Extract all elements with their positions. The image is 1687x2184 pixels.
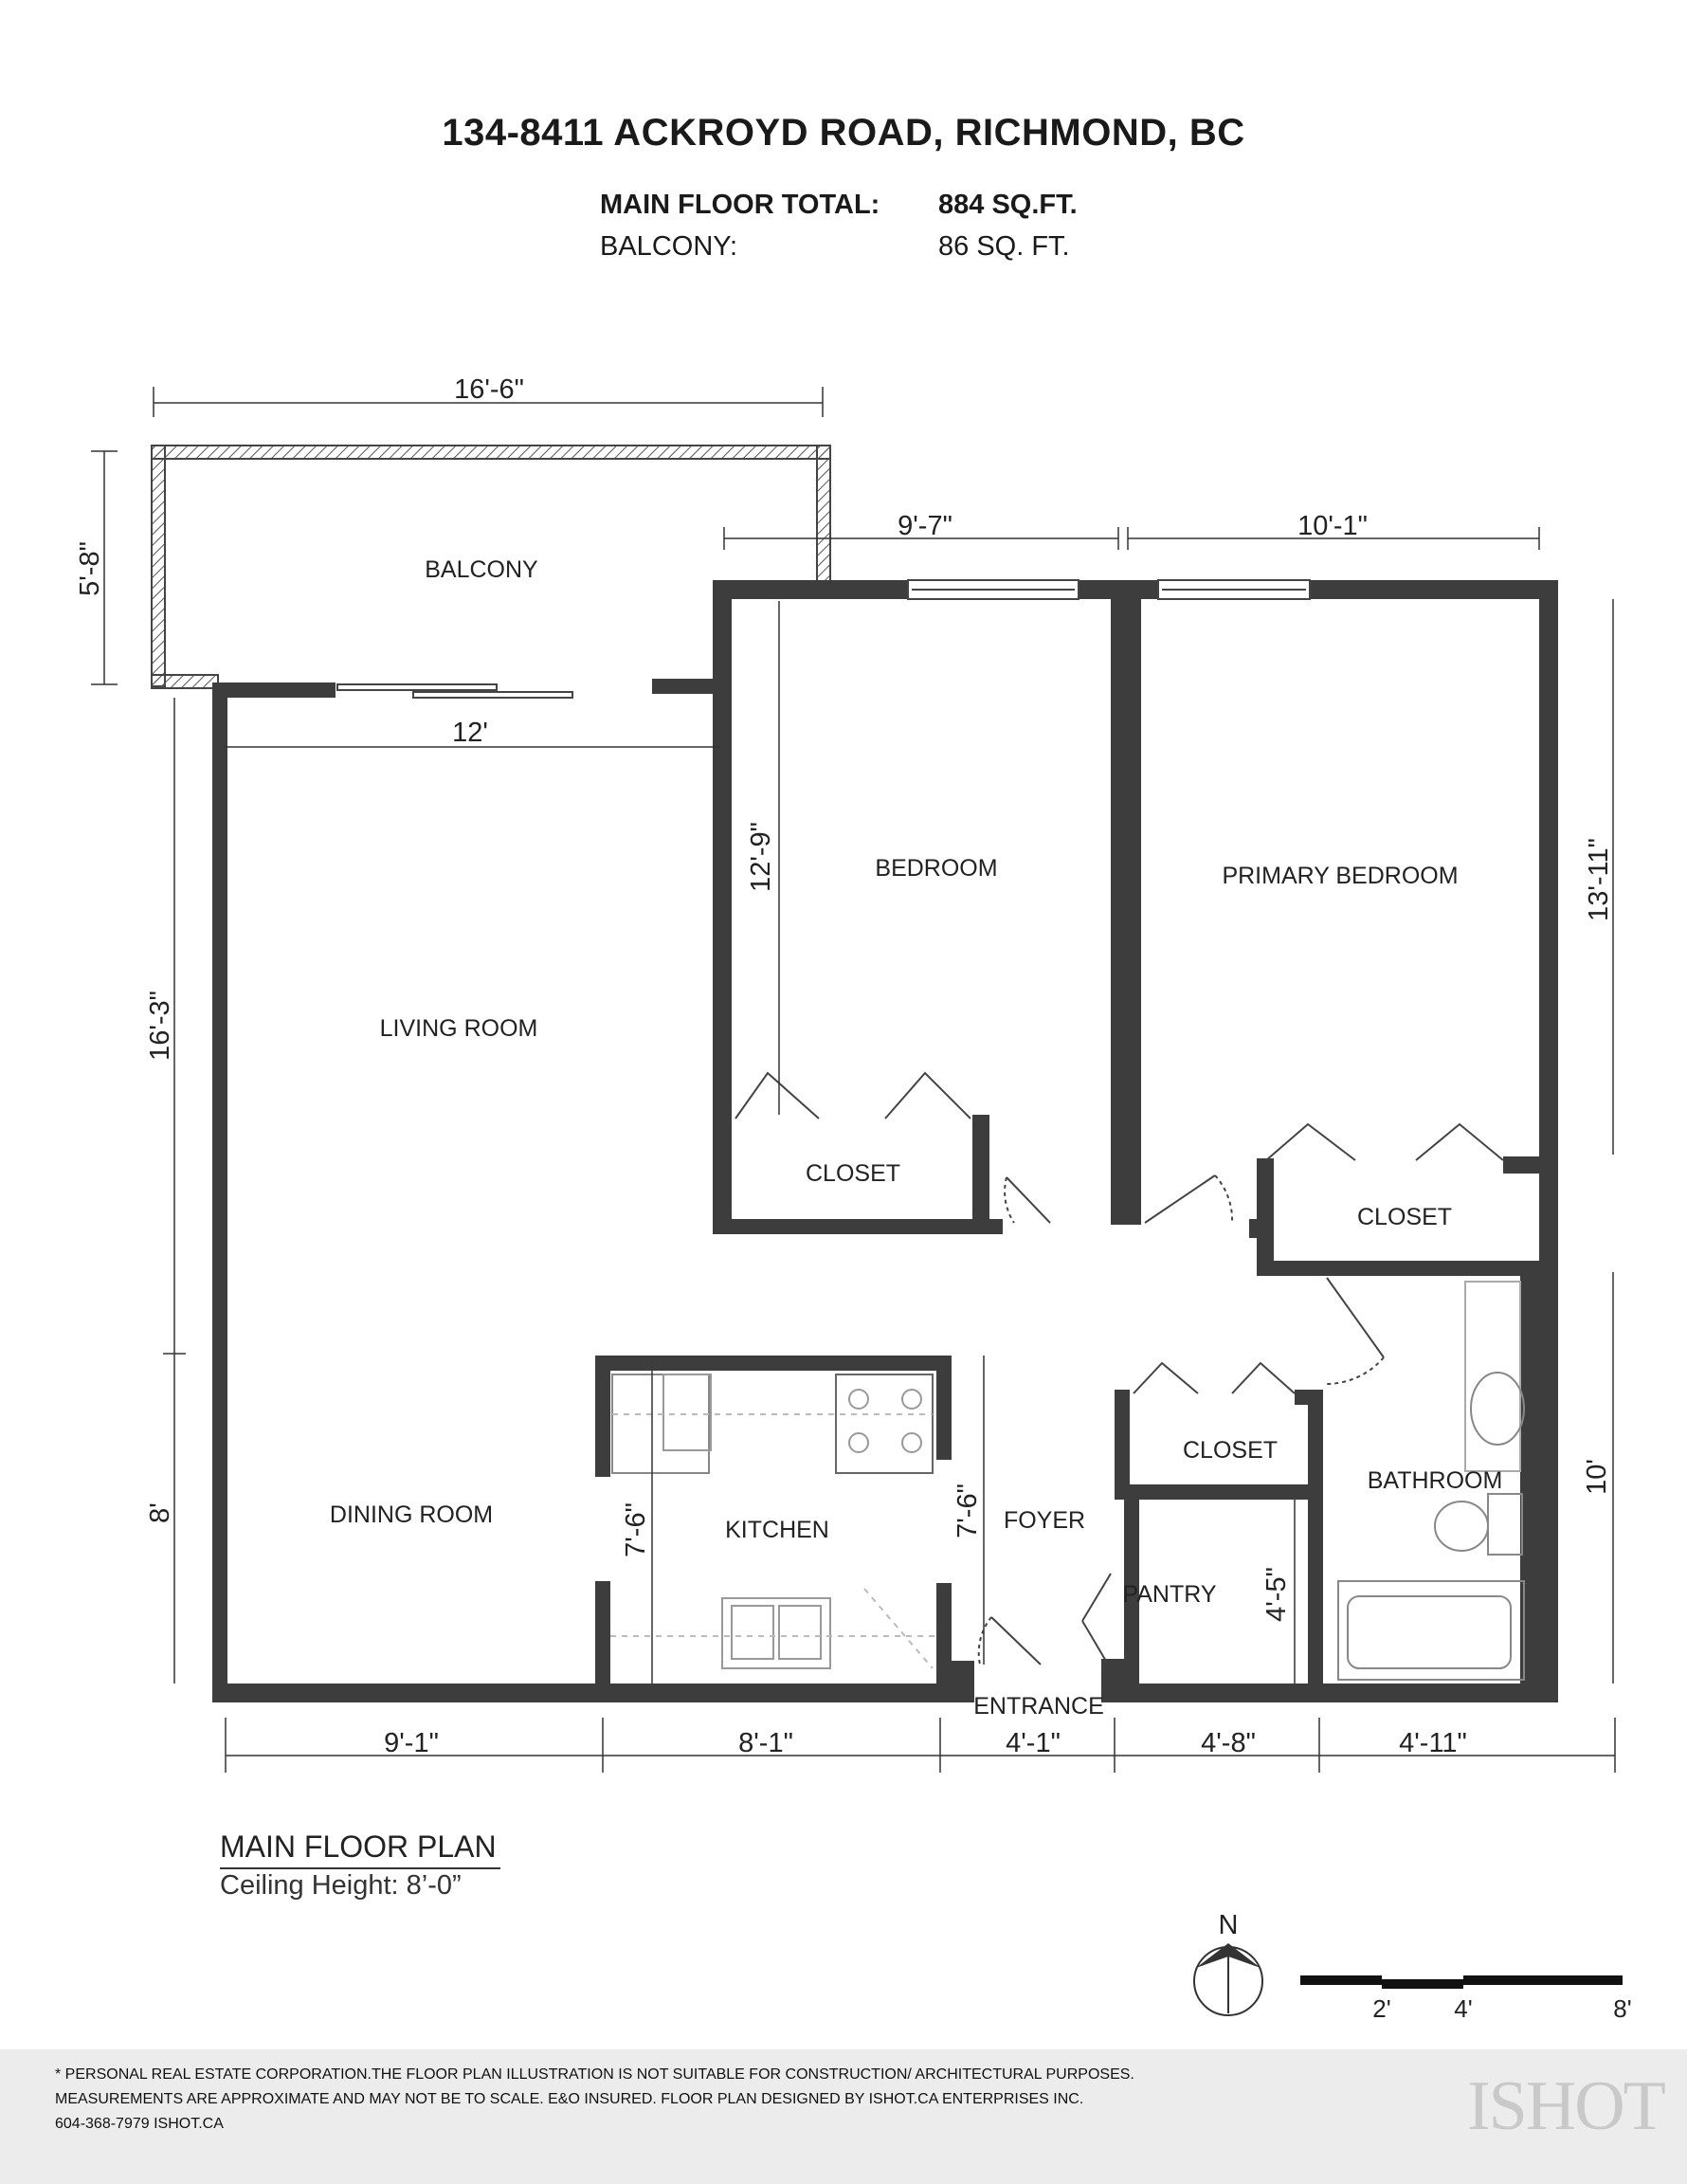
dim-dining-depth: 8' [145, 1502, 175, 1523]
disclaimer-line-1: * PERSONAL REAL ESTATE CORPORATION.THE F… [55, 2066, 1134, 2083]
main-floor-value: 884 SQ.FT. [938, 190, 1078, 220]
north-arrow-icon [1193, 1943, 1263, 2016]
balcony-area-value: 86 SQ. FT. [938, 231, 1070, 262]
wall-closet-bottom [1115, 1484, 1323, 1500]
sliding-door [336, 683, 573, 699]
ishot-logo: ISHOT [1467, 2067, 1666, 2145]
room-label-pantry: PANTRY [1122, 1581, 1216, 1608]
wall-top-living-left [212, 682, 336, 698]
room-label-foyer: FOYER [1004, 1507, 1085, 1534]
dim-bedroom-width: 9'-7" [898, 511, 952, 541]
room-label-dining: DINING ROOM [330, 1502, 493, 1528]
dim-pantry-depth: 4'-5" [1261, 1567, 1292, 1622]
dim-bottom-1: 9'-1" [384, 1728, 439, 1758]
dim-kitchen-depth: 7'-6" [621, 1502, 651, 1557]
wall-pantry-left [1124, 1500, 1139, 1684]
dim-balcony-width: 16'-6" [454, 374, 524, 405]
dim-balcony-depth: 5'-8" [75, 541, 105, 596]
dim-primary-depth: 13'-11" [1584, 838, 1614, 921]
wall-left [212, 682, 227, 1702]
wall-kitchen-left-lower [595, 1581, 610, 1702]
dimension-lines [91, 387, 1616, 1773]
main-floor-label: MAIN FLOOR TOTAL: [600, 190, 880, 220]
room-label-entrance: ENTRANCE [973, 1693, 1104, 1720]
windows [907, 579, 1311, 600]
dim-living-width: 12' [452, 718, 488, 748]
dim-bathroom-depth: 10' [1582, 1459, 1612, 1495]
wall-bedroom-closet-side [972, 1115, 989, 1234]
scale-label-2: 2' [1372, 1994, 1390, 2023]
wall-bedroom-divider [1111, 580, 1126, 1225]
disclaimer-line-2: MEASUREMENTS ARE APPROXIMATE AND MAY NOT… [55, 2091, 1084, 2107]
wall-bottom-left [212, 1684, 953, 1702]
scale-label-4: 4' [1454, 1994, 1472, 2023]
room-label-bedroom-closet: CLOSET [806, 1160, 900, 1187]
room-label-hall-closet: CLOSET [1183, 1437, 1278, 1464]
wall-kitchen-left-upper [595, 1356, 610, 1477]
scale-label-8: 8' [1613, 1994, 1631, 2023]
address-title: 134-8411 ACKROYD ROAD, RICHMOND, BC [442, 112, 1245, 154]
wall-kitchen-right-lower [936, 1583, 952, 1702]
wall-primary-closet-bottom [1257, 1261, 1558, 1276]
wall-top-living-right [652, 679, 715, 694]
walls [212, 580, 1558, 1702]
wall-closet-left [1115, 1390, 1130, 1494]
closet-doors [735, 1071, 1504, 1394]
dim-bottom-2: 8'-1" [738, 1728, 793, 1758]
room-label-primary-closet: CLOSET [1357, 1204, 1452, 1230]
dim-bedroom-depth: 12'-9" [746, 822, 776, 892]
wall-bedroom-closet-bottom [713, 1219, 1003, 1234]
dim-kitchen-depth-2: 7'-6" [952, 1483, 983, 1538]
dim-bottom-5: 4'-11" [1399, 1728, 1467, 1758]
wall-bedroom-left [713, 580, 732, 1234]
north-label: N [1219, 1910, 1239, 1940]
wall-kitchen-top [595, 1356, 952, 1371]
dim-primary-width: 10'-1" [1297, 511, 1368, 541]
room-label-balcony: BALCONY [425, 556, 538, 583]
ceiling-height: Ceiling Height: 8’-0” [220, 1870, 462, 1901]
dim-bottom-3: 4'-1" [1006, 1728, 1061, 1758]
wall-top-bedroom-left [713, 580, 908, 599]
room-label-primary-bedroom: PRIMARY BEDROOM [1222, 863, 1458, 889]
footer: * PERSONAL REAL ESTATE CORPORATION.THE F… [0, 2049, 1687, 2184]
room-label-living: LIVING ROOM [380, 1015, 538, 1042]
wall-bathroom-left [1308, 1390, 1323, 1702]
dim-living-depth: 16'-3" [145, 991, 175, 1061]
dim-bottom-4: 4'-8" [1201, 1728, 1256, 1758]
wall-bottom-right [1122, 1684, 1558, 1702]
kitchen-fixtures [610, 1374, 936, 1669]
bathroom-fixtures [1337, 1281, 1525, 1681]
wall-top-primary-right [1310, 580, 1558, 599]
plan-title-underline [220, 1867, 500, 1869]
room-label-kitchen: KITCHEN [725, 1517, 829, 1543]
room-label-bedroom: BEDROOM [875, 855, 997, 882]
plan-title: MAIN FLOOR PLAN [220, 1829, 497, 1864]
disclaimer-line-3: 604-368-7979 ISHOT.CA [55, 2116, 224, 2132]
scale-bar [1300, 1975, 1623, 1989]
wall-right [1539, 580, 1558, 1702]
room-label-bathroom: BATHROOM [1368, 1467, 1503, 1494]
balcony-railing [151, 445, 831, 689]
wall-primary-closet-left [1257, 1158, 1274, 1276]
balcony-area-label: BALCONY: [600, 231, 738, 262]
doors [977, 1174, 1385, 1665]
wall-kitchen-right-upper [936, 1356, 952, 1460]
